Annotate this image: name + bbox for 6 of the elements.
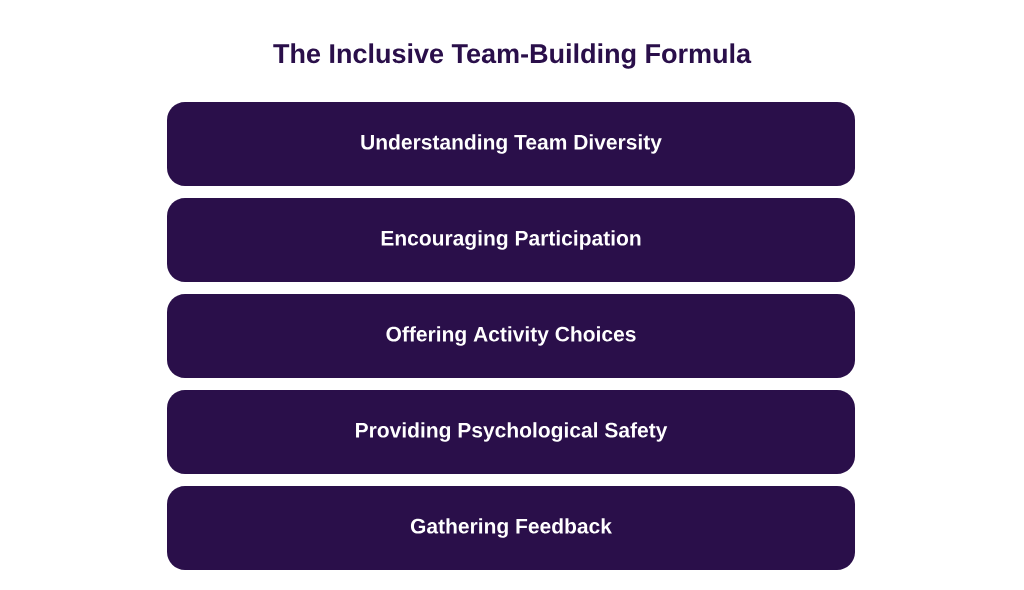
step-box: Encouraging Participation	[167, 198, 855, 282]
step-box: Gathering Feedback	[167, 486, 855, 570]
step-box: Offering Activity Choices	[167, 294, 855, 378]
step-box: Providing Psychological Safety	[167, 390, 855, 474]
title: The Inclusive Team-Building Formula	[273, 43, 752, 69]
step-box: Understanding Team Diversity	[167, 102, 855, 186]
